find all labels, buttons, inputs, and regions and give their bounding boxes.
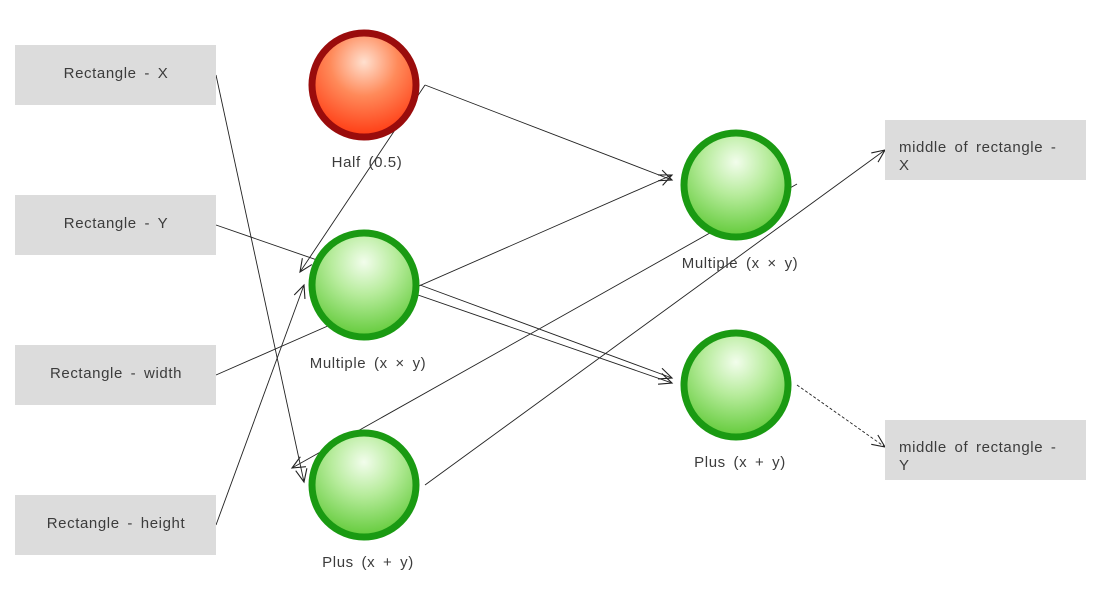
operator-multiple-1[interactable]: Multiple (x × y) — [308, 229, 427, 372]
edge-plus2-to-mid-y — [796, 384, 887, 448]
edge-line — [424, 149, 886, 486]
input-label: Rectangle - Y — [64, 215, 168, 232]
edge-rect-y-to-plus2 — [215, 224, 674, 385]
input-rect-height[interactable]: Rectangle - height — [15, 495, 216, 555]
edge-line — [796, 384, 886, 448]
edge-line — [215, 224, 673, 384]
operator-label: Multiple (x × y) — [682, 255, 799, 272]
input-label: Rectangle - height — [47, 515, 186, 532]
edge-line — [424, 84, 673, 181]
edge-rect-h-to-mul1 — [215, 283, 306, 526]
operator-label: Multiple (x × y) — [310, 355, 427, 372]
arrowhead — [658, 373, 674, 385]
operator-label: Plus (x + y) — [694, 454, 786, 471]
edge-line — [215, 284, 305, 526]
input-label: Rectangle - width — [50, 365, 182, 382]
operator-plus-2[interactable]: Plus (x + y) — [680, 329, 792, 471]
operator-multiple-2[interactable]: Multiple (x × y) — [680, 129, 799, 272]
arrowhead — [657, 174, 674, 186]
edge-rect-w-to-mul2 — [215, 174, 674, 376]
output-middle-x[interactable]: middle of rectangle - X — [885, 120, 1086, 180]
edge-line — [215, 74, 305, 483]
edge-half-to-mul2 — [424, 84, 674, 182]
operator-half[interactable]: Half (0.5) — [308, 29, 420, 171]
output-middle-y[interactable]: middle of rectangle - Y — [885, 420, 1086, 480]
edge-plus1-to-mid-x — [424, 149, 887, 486]
output-label-line: X — [899, 157, 910, 174]
arrowhead — [299, 258, 313, 274]
edge-line — [215, 174, 673, 376]
input-rect-y[interactable]: Rectangle - Y — [15, 195, 216, 255]
input-label: Rectangle - X — [64, 65, 169, 82]
arrowhead — [657, 169, 674, 182]
arrowhead — [293, 283, 306, 300]
operator-plus-1[interactable]: Plus (x + y) — [308, 429, 420, 571]
arrowhead — [295, 468, 308, 484]
operator-label: Half (0.5) — [332, 154, 403, 171]
input-rect-x[interactable]: Rectangle - X — [15, 45, 216, 105]
input-rect-width[interactable]: Rectangle - width — [15, 345, 216, 405]
operator-label: Plus (x + y) — [322, 554, 414, 571]
output-label-line: middle of rectangle - — [899, 439, 1057, 456]
edges — [215, 74, 887, 526]
arrowhead — [290, 456, 306, 469]
output-label-line: Y — [899, 457, 910, 474]
edge-mul1-to-plus2 — [419, 284, 674, 380]
edge-rect-x-to-plus1 — [215, 74, 308, 484]
arrowhead — [871, 434, 887, 448]
output-label-line: middle of rectangle - — [899, 139, 1057, 156]
arrowhead — [657, 367, 674, 380]
edge-line — [419, 284, 673, 379]
